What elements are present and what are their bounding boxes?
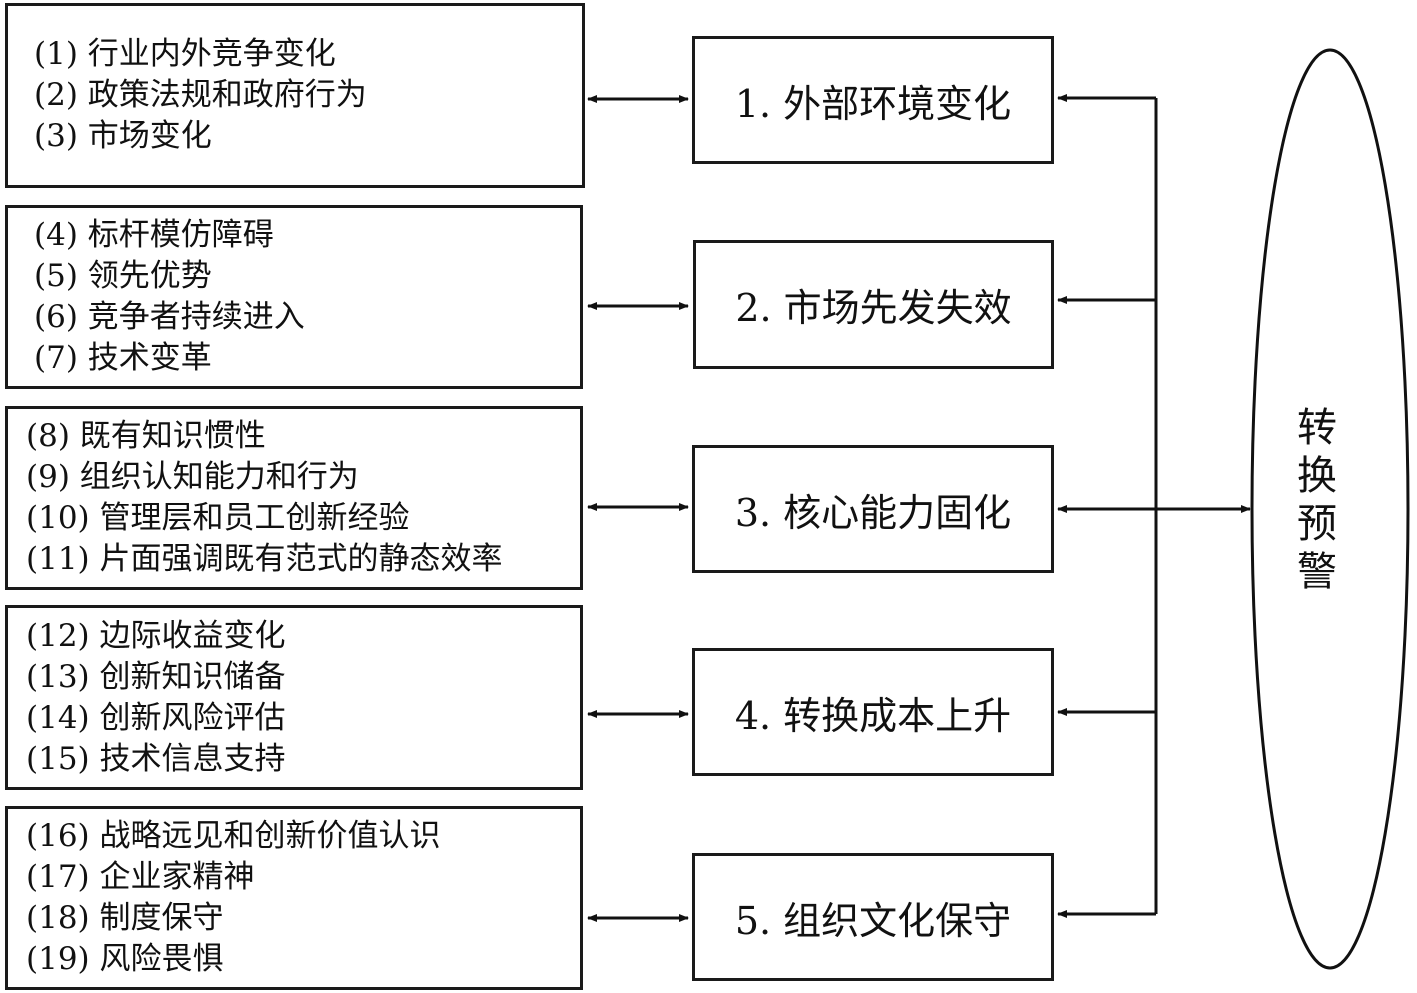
factor-box-2: 2. 市场先发失效: [693, 240, 1054, 369]
factor-label: 4. 转换成本上升: [734, 693, 1012, 738]
list-item: (5) 领先优势: [34, 258, 212, 294]
warning-char: 转: [1297, 405, 1337, 451]
list-item: (13) 创新知识储备: [26, 658, 286, 695]
factor-box-4: 4. 转换成本上升: [692, 648, 1054, 776]
list-item: (14) 创新风险评估: [26, 699, 286, 736]
left-box-3: (8) 既有知识惯性 (9) 组织认知能力和行为 (10) 管理层和员工创新经验…: [5, 406, 583, 590]
factor-box-1: 1. 外部环境变化: [692, 36, 1054, 164]
list-item: (4) 标杆模仿障碍: [34, 217, 274, 253]
factor-box-3: 3. 核心能力固化: [692, 445, 1054, 573]
list-item: (15) 技术信息支持: [26, 740, 286, 777]
warning-label: 转 换 预 警: [1282, 404, 1352, 596]
left-box-4: (12) 边际收益变化 (13) 创新知识储备 (14) 创新风险评估 (15)…: [5, 605, 583, 790]
list-item: (10) 管理层和员工创新经验: [26, 500, 410, 536]
list-item: (12) 边际收益变化: [26, 617, 286, 654]
factor-label: 1. 外部环境变化: [734, 81, 1012, 126]
factor-label: 5. 组织文化保守: [734, 898, 1012, 943]
list-item: (17) 企业家精神: [26, 859, 255, 895]
list-item: (6) 竞争者持续进入: [34, 299, 305, 335]
warning-ellipse: [1250, 48, 1410, 970]
left-box-1: (1) 行业内外竞争变化 (2) 政策法规和政府行为 (3) 市场变化: [5, 3, 585, 188]
left-box-2: (4) 标杆模仿障碍 (5) 领先优势 (6) 竞争者持续进入 (7) 技术变革: [5, 205, 583, 389]
factor-label: 2. 市场先发失效: [735, 286, 1012, 330]
list-item: (8) 既有知识惯性: [26, 418, 266, 454]
warning-char: 预: [1297, 501, 1337, 547]
list-item: (18) 制度保守: [26, 900, 224, 936]
factor-box-5: 5. 组织文化保守: [692, 853, 1054, 981]
list-item: (19) 风险畏惧: [26, 941, 224, 977]
warning-char: 换: [1297, 453, 1337, 499]
list-item: (7) 技术变革: [34, 340, 212, 376]
list-item: (11) 片面强调既有范式的静态效率: [26, 541, 503, 577]
list-item: (2) 政策法规和政府行为: [34, 77, 367, 113]
warning-char: 警: [1297, 549, 1337, 595]
list-item: (1) 行业内外竞争变化: [34, 36, 336, 72]
factor-label: 3. 核心能力固化: [734, 490, 1012, 535]
list-item: (3) 市场变化: [34, 118, 212, 154]
left-box-5: (16) 战略远见和创新价值认识 (17) 企业家精神 (18) 制度保守 (1…: [5, 806, 583, 990]
list-item: (16) 战略远见和创新价值认识: [26, 818, 441, 854]
list-item: (9) 组织认知能力和行为: [26, 459, 359, 495]
